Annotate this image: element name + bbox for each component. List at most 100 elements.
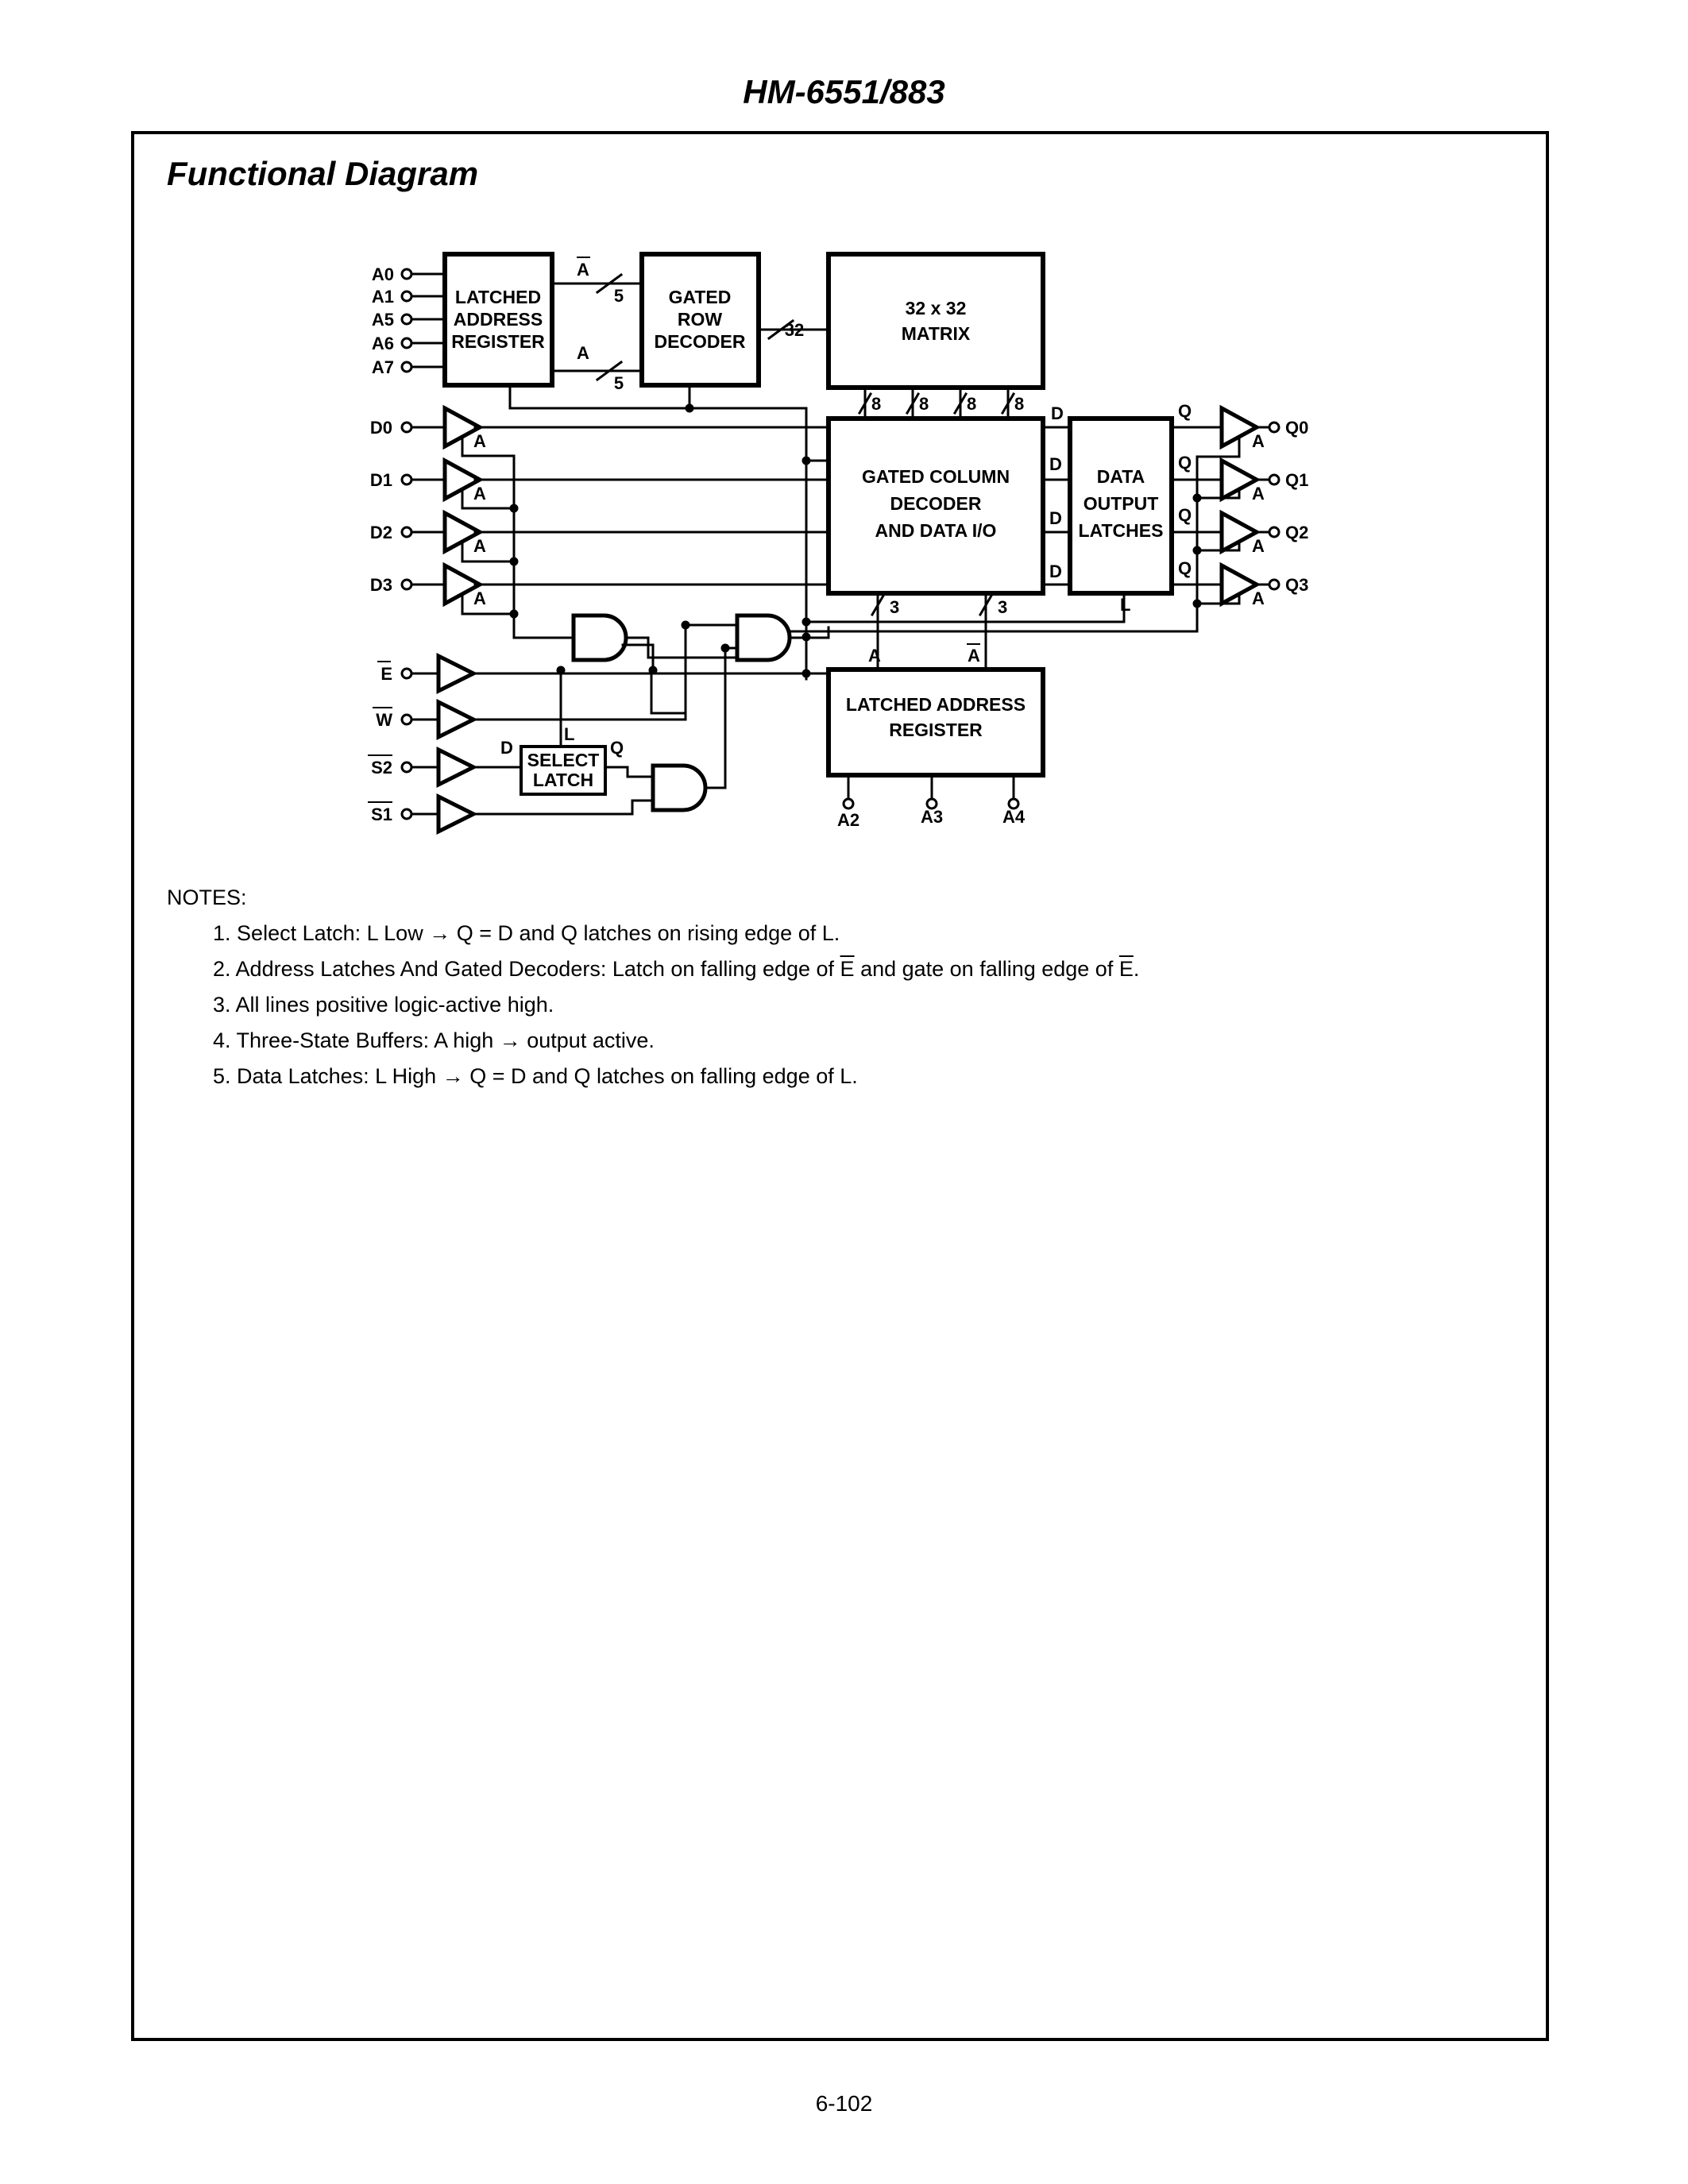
select-latch-line-1: SELECT	[527, 750, 600, 770]
overbars	[368, 257, 980, 803]
label-q-2: Q	[1178, 453, 1192, 473]
note-1-number: 1.	[213, 921, 231, 945]
latched-address-register-bottom-block	[826, 667, 1045, 778]
input-e: E	[380, 664, 392, 684]
control-input-pins	[400, 667, 413, 820]
note-2-e-bar-1: E	[840, 957, 855, 981]
label-d-2: D	[1049, 454, 1062, 474]
and-gates	[571, 613, 792, 812]
note-5-text: Data Latches: L High → Q = D and Q latch…	[237, 1064, 858, 1088]
label-a-d3: A	[473, 588, 486, 608]
input-a5: A5	[372, 310, 394, 330]
note-2-number: 2.	[213, 957, 231, 981]
label-l-select: L	[564, 724, 574, 744]
data-input-wires	[410, 426, 830, 586]
row-buses	[550, 282, 830, 372]
note-2-e-bar-2: E	[1118, 957, 1134, 981]
page-header: HM-6551/883	[743, 73, 945, 110]
gated-row-decoder-block	[639, 252, 761, 388]
note-3-number: 3.	[213, 993, 231, 1017]
bus-width-col-2: 8	[919, 394, 929, 414]
input-a2: A2	[837, 810, 859, 830]
column-address-buses	[847, 592, 1015, 801]
input-a4: A4	[1002, 807, 1026, 827]
label-l-latches: L	[1120, 595, 1130, 615]
data-output-latches-block	[1068, 416, 1174, 596]
label-a-q0: A	[1252, 431, 1265, 451]
matrix-line-1: 32 x 32	[906, 298, 967, 318]
lar-line-2: ADDRESS	[454, 309, 543, 330]
lar-line-3: REGISTER	[451, 331, 545, 352]
bus-width-matrix: 32	[785, 320, 804, 340]
control-input-wires	[410, 672, 830, 816]
label-q-3: Q	[1178, 505, 1192, 525]
matrix-block	[826, 252, 1045, 390]
gcd-line-3: AND DATA I/O	[875, 520, 997, 541]
gcd-line-2: DECODER	[890, 493, 981, 514]
label-d-select: D	[500, 738, 513, 758]
note-5-number: 5.	[213, 1064, 231, 1088]
larb-line-2: REGISTER	[889, 720, 983, 740]
bus-width-col-1: 8	[871, 394, 881, 414]
gate-wires	[570, 592, 1199, 789]
bus-width-addr-2: 3	[998, 597, 1007, 617]
note-1-text: Select Latch: L Low → Q = D and Q latche…	[237, 921, 840, 945]
page-number: 6-102	[815, 2091, 873, 2116]
notes: NOTES: 1. Select Latch: L Low → Q = D an…	[167, 880, 1139, 1094]
address-input-pins	[400, 268, 413, 373]
input-d2: D2	[370, 523, 392, 542]
input-a6: A6	[372, 334, 394, 353]
grd-line-2: ROW	[678, 309, 723, 330]
note-2: 2. Address Latches And Gated Decoders: L…	[205, 951, 1139, 987]
note-2-text-post: .	[1133, 957, 1140, 981]
label-q-select: Q	[610, 738, 624, 758]
note-3: 3. All lines positive logic-active high.	[205, 987, 1139, 1023]
label-a-q2: A	[1252, 536, 1265, 556]
input-d0: D0	[370, 418, 392, 438]
input-a1: A1	[372, 287, 394, 307]
note-2-text-mid: and gate on falling edge of	[854, 957, 1119, 981]
gcd-line-1: GATED COLUMN	[862, 466, 1010, 487]
note-4-number: 4.	[213, 1028, 231, 1052]
note-2-text-pre: Address Latches And Gated Decoders: Latc…	[235, 957, 840, 981]
bottom-address-pins	[842, 797, 1020, 810]
output-q0: Q0	[1285, 418, 1308, 438]
label-a-bar-row: A	[577, 260, 589, 280]
bus-width-row-top: 5	[614, 286, 624, 306]
label-a-row: A	[577, 343, 589, 363]
note-4-text: Three-State Buffers: A high → output act…	[236, 1028, 655, 1052]
column-buses	[863, 386, 1010, 420]
bus-width-col-3: 8	[967, 394, 976, 414]
input-s1: S1	[371, 805, 392, 824]
input-d1: D1	[370, 470, 392, 490]
label-a-col: A	[868, 646, 881, 666]
gated-column-decoder-block	[826, 416, 1045, 596]
input-a0: A0	[372, 264, 394, 284]
dol-line-3: LATCHES	[1079, 520, 1164, 541]
input-s2: S2	[371, 758, 392, 778]
bus-width-row-bottom: 5	[614, 373, 624, 393]
data-buffer-enable-lines	[461, 437, 574, 639]
label-q-1: Q	[1178, 401, 1192, 421]
note-1: 1. Select Latch: L Low → Q = D and Q lat…	[205, 916, 1139, 951]
label-a-bar-col: A	[968, 646, 980, 666]
label-a-q3: A	[1252, 588, 1265, 608]
dol-line-1: DATA	[1097, 466, 1145, 487]
dol-line-2: OUTPUT	[1083, 493, 1159, 514]
junction-dots	[509, 403, 1202, 678]
input-d3: D3	[370, 575, 392, 595]
output-buffers	[1219, 404, 1261, 608]
note-5: 5. Data Latches: L High → Q = D and Q la…	[205, 1059, 1139, 1094]
larb-line-1: LATCHED ADDRESS	[846, 694, 1026, 715]
select-latch-block	[520, 745, 607, 796]
bus-width-addr-1: 3	[890, 597, 899, 617]
data-input-buffers	[442, 404, 485, 608]
content-frame	[131, 131, 1549, 2041]
matrix-line-2: MATRIX	[902, 323, 971, 344]
label-d-4: D	[1049, 561, 1062, 581]
select-latch-line-2: LATCH	[533, 770, 593, 790]
notes-title: NOTES:	[167, 886, 247, 909]
label-a-d2: A	[473, 536, 486, 556]
label-q-4: Q	[1178, 558, 1192, 578]
grd-line-1: GATED	[669, 287, 732, 307]
